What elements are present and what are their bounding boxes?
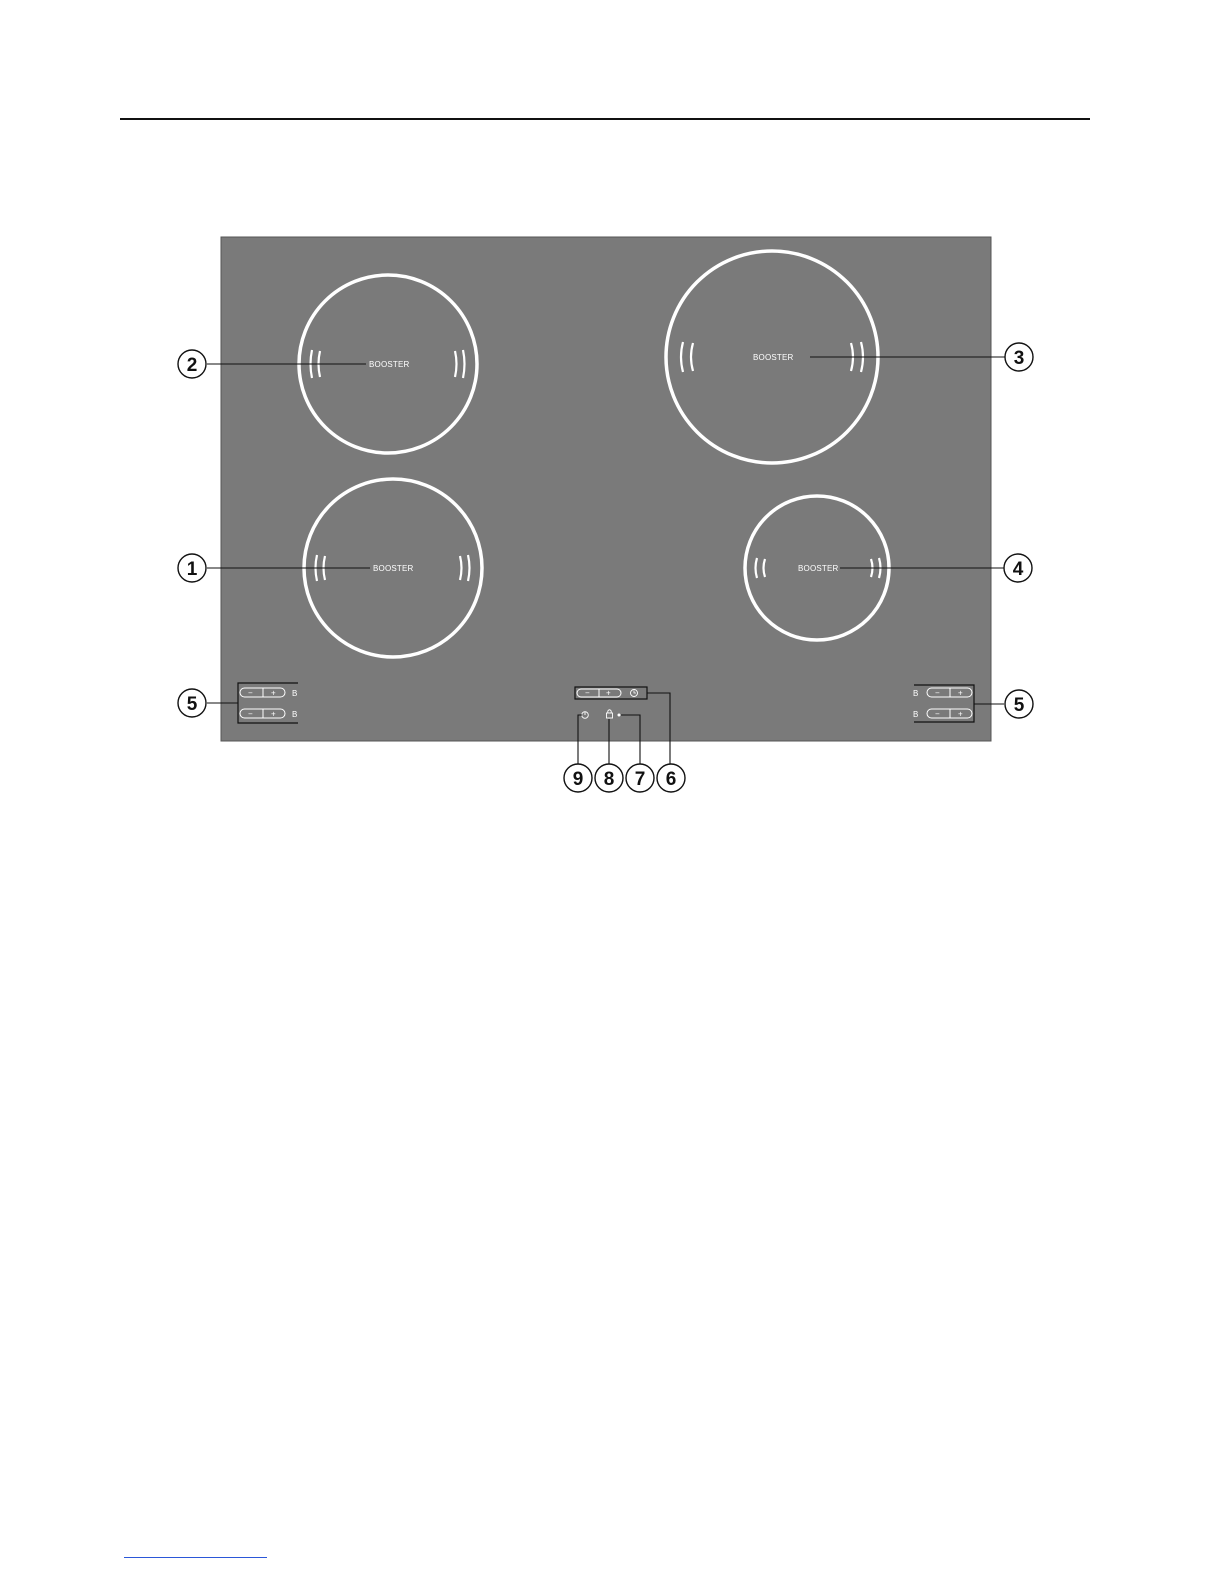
timer-plus[interactable]: + (606, 689, 611, 698)
callout-5-left-number: 5 (187, 694, 198, 715)
front-left-booster-key[interactable]: B (292, 710, 297, 719)
callout-5-left: 5 (178, 689, 206, 717)
bottom-rule (124, 1557, 267, 1558)
rear-left-booster-key[interactable]: B (292, 689, 297, 698)
zone-front-left-booster-label: BOOSTER (373, 564, 414, 573)
zone-rear-right-booster-label: BOOSTER (753, 353, 794, 362)
callout-1-number: 1 (187, 559, 198, 580)
rear-right-plus[interactable]: + (958, 689, 963, 698)
callout-9: 9 (564, 764, 592, 792)
callout-5-right-number: 5 (1014, 695, 1025, 716)
callout-4-number: 4 (1013, 559, 1024, 580)
callout-6-number: 6 (666, 769, 677, 790)
callout-1: 1 (178, 554, 206, 582)
rear-left-plus[interactable]: + (271, 689, 276, 698)
front-left-minus[interactable]: − (248, 710, 253, 719)
callout-7: 7 (626, 764, 654, 792)
callout-9-number: 9 (573, 769, 584, 790)
zone-front-right-booster-label: BOOSTER (798, 564, 839, 573)
callout-2-number: 2 (187, 355, 198, 376)
rear-left-minus[interactable]: − (248, 689, 253, 698)
rear-right-minus[interactable]: − (935, 689, 940, 698)
timer-minus[interactable]: − (585, 689, 590, 698)
front-right-booster-key[interactable]: B (913, 710, 918, 719)
callout-3-number: 3 (1014, 348, 1025, 369)
callout-8: 8 (595, 764, 623, 792)
callout-6: 6 (657, 764, 685, 792)
front-right-plus[interactable]: + (958, 710, 963, 719)
callout-7-number: 7 (635, 769, 646, 790)
cooktop-panel (221, 237, 991, 741)
callout-8-number: 8 (604, 769, 615, 790)
rear-right-booster-key[interactable]: B (913, 689, 918, 698)
callout-4: 4 (1004, 554, 1032, 582)
front-left-plus[interactable]: + (271, 710, 276, 719)
zone-rear-left-booster-label: BOOSTER (369, 360, 410, 369)
indicator-light (618, 714, 621, 717)
callout-3: 3 (1005, 343, 1033, 371)
callout-5-right: 5 (1005, 690, 1033, 718)
front-right-minus[interactable]: − (935, 710, 940, 719)
callout-2: 2 (178, 350, 206, 378)
